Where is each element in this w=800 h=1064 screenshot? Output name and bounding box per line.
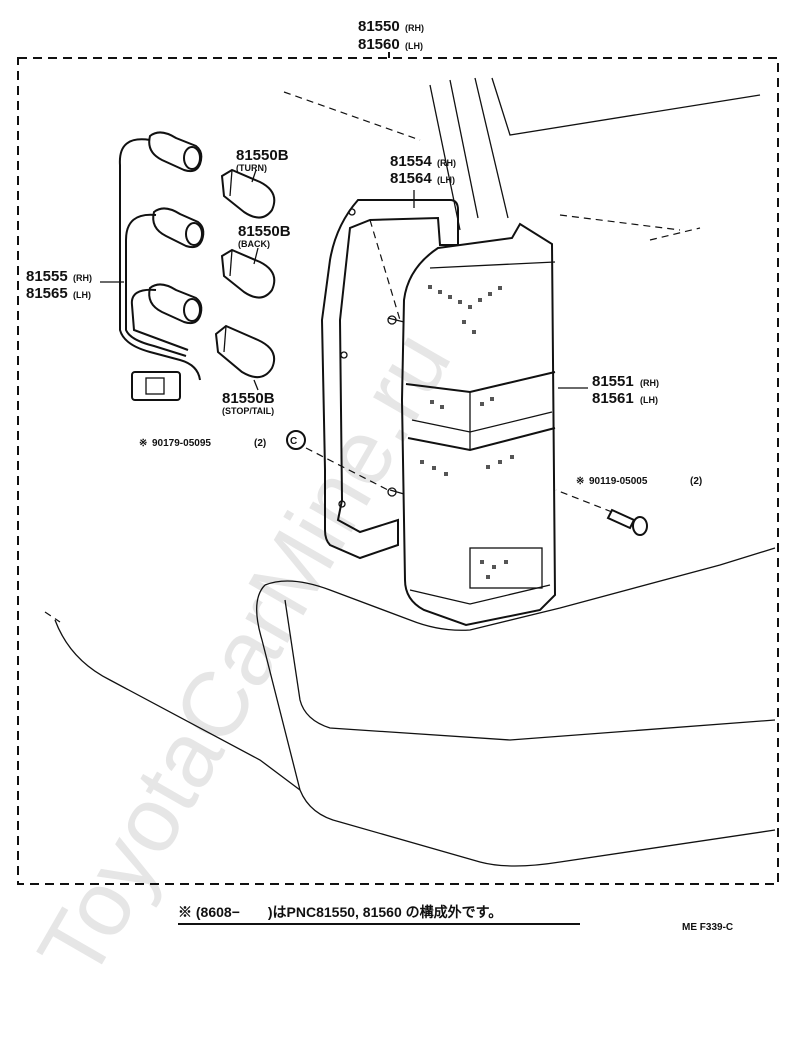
svg-text:(RH): (RH) — [437, 158, 456, 168]
svg-text:(STOP/TAIL): (STOP/TAIL) — [222, 406, 274, 416]
svg-text:(RH): (RH) — [640, 378, 659, 388]
svg-text:(LH): (LH) — [73, 290, 91, 300]
figure-code: ME F339-C — [682, 922, 733, 933]
svg-text:(LH): (LH) — [437, 175, 455, 185]
svg-text:(RH): (RH) — [73, 273, 92, 283]
svg-text:(2): (2) — [254, 438, 266, 449]
svg-text:90179-05095: 90179-05095 — [152, 438, 211, 449]
assembly-label: 81550 (RH) 81560 (LH) — [358, 18, 424, 53]
svg-text:(LH): (LH) — [640, 395, 658, 405]
svg-text:90119-05005: 90119-05005 — [589, 476, 648, 487]
svg-text:(LH): (LH) — [405, 41, 423, 51]
svg-text:81550B: 81550B — [236, 147, 289, 164]
socket-3 — [148, 283, 203, 325]
assembly-frame — [17, 57, 779, 885]
svg-text:(2): (2) — [690, 476, 702, 487]
svg-text:(BACK): (BACK) — [238, 239, 270, 249]
label-socket-wire: 81555 (RH) 81565 (LH) — [26, 268, 92, 302]
bulb-turn-drawing — [220, 168, 276, 219]
label-gasket: 81554 (RH) 81564 (LH) — [390, 153, 456, 187]
label-bulb-back: 81550B (BACK) — [238, 223, 291, 249]
socket-1 — [148, 131, 203, 173]
svg-text:81554: 81554 — [390, 153, 432, 170]
svg-text:81560: 81560 — [358, 36, 400, 53]
svg-text:(TURN): (TURN) — [236, 163, 267, 173]
svg-text:81551: 81551 — [592, 373, 634, 390]
svg-text:81550B: 81550B — [238, 223, 291, 240]
label-nut: ※ 90179-05095 (2) — [139, 438, 266, 449]
svg-text:※: ※ — [139, 438, 147, 449]
svg-text:※: ※ — [576, 476, 584, 487]
svg-text:81561: 81561 — [592, 390, 634, 407]
socket-wire-drawing — [118, 131, 205, 401]
label-bulb-turn: 81550B (TURN) — [236, 147, 289, 173]
svg-text:81550B: 81550B — [222, 390, 275, 407]
svg-text:C: C — [290, 436, 297, 447]
body-panel — [283, 77, 761, 241]
tail-lamp-lens-drawing — [387, 222, 557, 627]
svg-text:81564: 81564 — [390, 170, 432, 187]
leader-lines — [100, 169, 588, 391]
label-screw: ※ 90119-05005 (2) — [576, 476, 702, 487]
svg-text:(RH): (RH) — [405, 23, 424, 33]
screw-drawing — [555, 489, 648, 536]
label-bulb-stop-tail: 81550B (STOP/TAIL) — [222, 390, 275, 416]
rear-bumper — [44, 547, 776, 867]
svg-text:81550: 81550 — [358, 18, 400, 35]
bulb-stop-drawing — [214, 324, 276, 379]
gasket-drawing — [320, 199, 459, 560]
socket-2 — [152, 207, 205, 249]
bulb-back-drawing — [220, 248, 276, 299]
label-lens: 81551 (RH) 81561 (LH) — [592, 373, 659, 407]
svg-text:81555: 81555 — [26, 268, 68, 285]
svg-text:81565: 81565 — [26, 285, 68, 302]
nut-drawing: C — [286, 430, 389, 491]
footnote: ※ (8608− )はPNC81550, 81560 の構成外です。 — [178, 904, 502, 920]
